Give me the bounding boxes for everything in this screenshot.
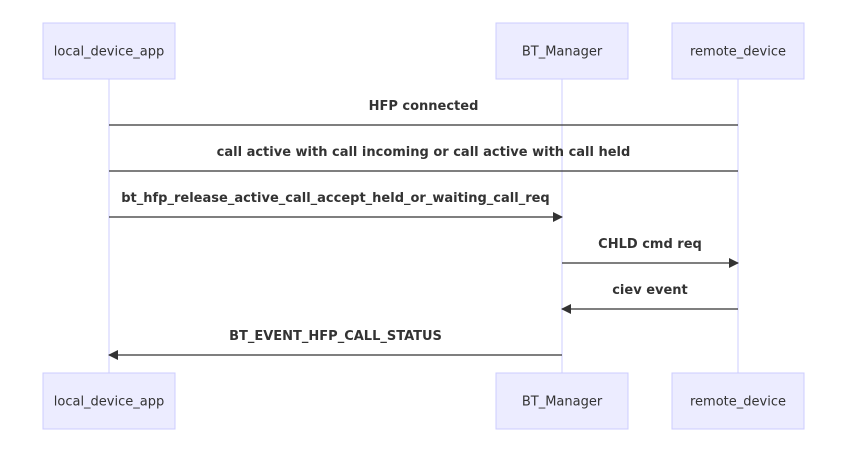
messages: HFP connected call active with call incom…: [108, 99, 739, 360]
actor-label-top-bt: BT_Manager: [522, 45, 603, 60]
actors-bottom: local_device_app BT_Manager remote_device: [42, 372, 805, 430]
actor-box-top-local: [42, 22, 176, 80]
actor-label-bottom-bt: BT_Manager: [522, 395, 603, 410]
actor-box-top-remote: [671, 22, 805, 80]
actor-box-bottom-local: [42, 372, 176, 430]
lifelines: [108, 79, 739, 373]
message-label-3: bt_hfp_release_active_call_accept_held_o…: [121, 191, 550, 206]
message-label-4: CHLD cmd req: [598, 237, 702, 252]
actor-box-bottom-bt: [495, 372, 629, 430]
message-label-2: call active with call incoming or call a…: [217, 145, 631, 160]
actors-top: local_device_app BT_Manager remote_device: [42, 22, 805, 80]
message-label-5: ciev event: [612, 283, 688, 298]
actor-label-bottom-remote: remote_device: [690, 395, 786, 410]
message-label-1: HFP connected: [369, 99, 479, 114]
actor-label-top-remote: remote_device: [690, 45, 786, 60]
actor-label-top-local: local_device_app: [54, 45, 164, 60]
actor-box-bottom-remote: [671, 372, 805, 430]
actor-box-top-bt: [495, 22, 629, 80]
actor-label-bottom-local: local_device_app: [54, 395, 164, 410]
message-label-6: BT_EVENT_HFP_CALL_STATUS: [229, 329, 442, 344]
